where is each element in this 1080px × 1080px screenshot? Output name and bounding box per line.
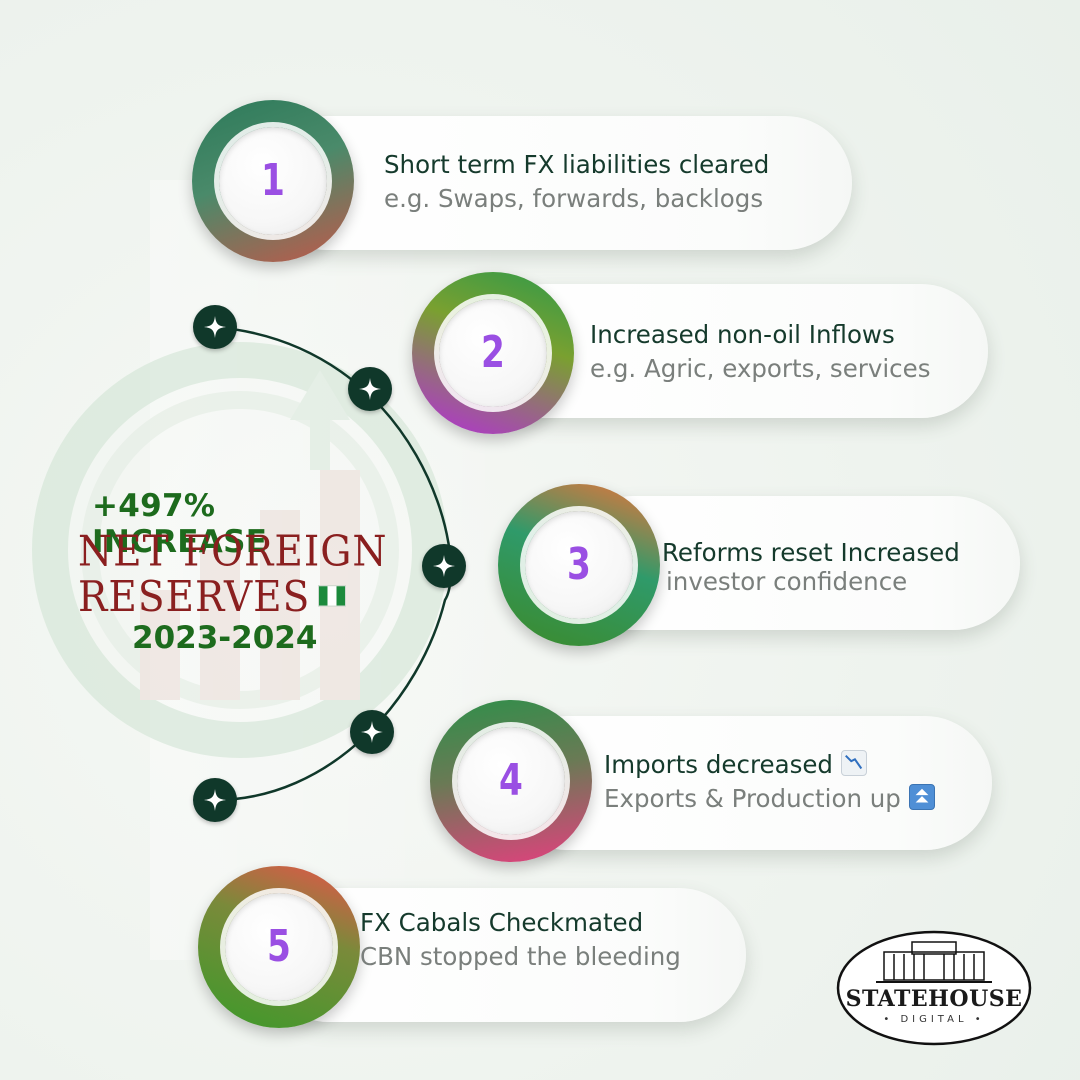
item-title-wrap: Imports decreased [604,748,935,782]
item-card-1 [260,116,852,250]
item-subtitle: investor confidence [666,567,908,596]
nigeria-flag-icon [318,585,347,607]
item-title: Short term FX liabilities cleared [384,150,770,179]
sparkle-icon [204,789,226,811]
item-title: Reforms reset Increased [662,538,960,567]
years-label: 2023-2024 [132,620,318,656]
item-text-2: Increased non-oil Inflows e.g. Agric, ex… [590,318,930,386]
sparkle-icon [359,378,381,400]
chart-decreasing-icon [840,750,867,776]
sparkle-node-1 [193,305,237,349]
title-line-2-wrap: RESERVES [78,575,398,620]
sparkle-node-2 [348,367,392,411]
number-badge-4: 4 [430,700,592,862]
item-number: 2 [481,327,505,378]
item-number: 4 [499,755,523,806]
growth-chart-watermark-icon [32,342,448,758]
item-title: Increased non-oil Inflows [590,320,895,349]
number-badge-3: 3 [498,484,660,646]
item-title: Imports decreased [604,750,833,779]
item-text-5: FX Cabals Checkmated CBN stopped the ble… [360,906,681,974]
item-text-4: Imports decreased Exports & Production u… [604,748,935,816]
sparkle-node-4 [350,710,394,754]
statehouse-building-icon [836,930,1032,1046]
item-subtitle-wrap: Exports & Production up [604,782,935,816]
title-line-1: NET FOREIGN [78,527,388,577]
item-subtitle: CBN stopped the bleeding [360,942,681,971]
item-number: 5 [267,921,291,972]
item-title: FX Cabals Checkmated [360,908,644,937]
logo-sub: • DIGITAL • [883,1014,985,1025]
sparkle-node-5 [193,778,237,822]
statehouse-logo: STATEHOUSE • DIGITAL • [836,930,1032,1046]
item-subtitle: Exports & Production up [604,784,901,813]
increase-headline: +497% INCREASE [92,488,268,560]
logo-name: STATEHOUSE [845,986,1023,1012]
page-title: NET FOREIGN RESERVES [78,527,398,621]
sparkle-icon [361,721,383,743]
title-line-2: RESERVES [78,573,311,622]
sparkle-node-3 [422,544,466,588]
number-badge-2: 2 [412,272,574,434]
item-text-3: Reforms reset Increased investor confide… [662,536,960,594]
sparkle-icon [433,555,455,577]
item-subtitle: e.g. Agric, exports, services [590,354,931,383]
sparkle-icon [204,316,226,338]
item-number: 1 [261,155,285,206]
item-number: 3 [567,539,591,590]
number-badge-5: 5 [198,866,360,1028]
double-up-arrow-icon [908,784,935,810]
item-text-1: Short term FX liabilities cleared e.g. S… [384,148,769,216]
item-subtitle: e.g. Swaps, forwards, backlogs [384,184,764,213]
number-badge-1: 1 [192,100,354,262]
